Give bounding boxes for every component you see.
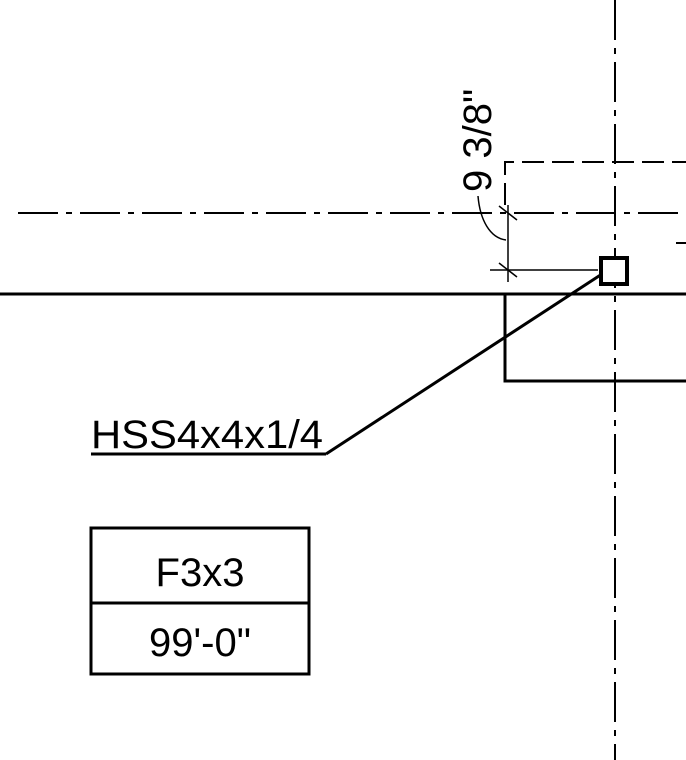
- footing-tag-box: [89, 526, 311, 676]
- footing-elevation-label: 99'-0": [149, 621, 251, 665]
- hss-column-symbol: [599, 256, 629, 286]
- hss-leader-line: [325, 272, 603, 456]
- footing-type-label: F3x3: [156, 551, 245, 595]
- dimension-tick-top: [498, 205, 518, 221]
- footing-outline: [503, 294, 686, 383]
- hidden-footing-outline: [504, 161, 686, 205]
- dimension-leader: [477, 195, 507, 241]
- hss-label: HSS4x4x1/4: [91, 413, 323, 457]
- dimension-tick-bottom: [498, 262, 518, 278]
- dimension-text: 9 3/8": [456, 89, 500, 192]
